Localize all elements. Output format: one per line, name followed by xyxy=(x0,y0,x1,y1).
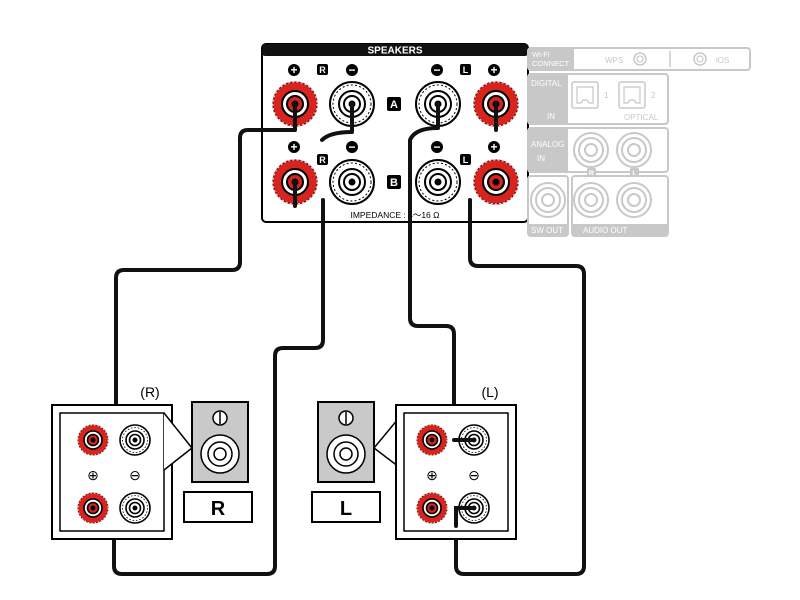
right-speaker-minus-upper xyxy=(119,424,151,456)
row-b-polarity-icons: + R − − L + xyxy=(288,140,500,165)
analog-in-r-jack xyxy=(573,132,609,168)
analog-in-l-jack xyxy=(616,132,652,168)
left-speaker-label: L xyxy=(340,498,352,520)
terminal-b-r-minus xyxy=(329,159,375,205)
left-speaker-terminal-box: (L) ⊕ ⊖ xyxy=(372,384,517,540)
wps-label: WPS xyxy=(605,56,623,65)
digital-in-line1: DIGITAL xyxy=(531,79,562,88)
impedance-label: IMPEDANCE : 4～16 Ω xyxy=(350,210,439,220)
right-speaker-icon xyxy=(191,401,249,483)
wifi-connect-line1: Wi-Fi xyxy=(532,50,550,59)
audio-out-r-jack xyxy=(573,182,609,218)
left-speaker-icon xyxy=(317,401,375,483)
rear-panel: Wi-Fi CONNECT WPS iOS DIGITAL IN 1 2 OPT… xyxy=(527,47,751,237)
minus-sign: − xyxy=(433,63,440,77)
analog-r-badge: R xyxy=(589,171,594,178)
minus-sign: − xyxy=(348,140,355,154)
audio-out-l-jack xyxy=(616,182,652,218)
optical-port-2-icon xyxy=(618,81,646,109)
left-plus-symbol: ⊕ xyxy=(426,467,438,483)
right-speaker-terminal-box: (R) ⊕ ⊖ xyxy=(51,384,194,540)
right-speaker-plus-lower xyxy=(77,492,109,524)
left-minus-symbol: ⊖ xyxy=(468,467,480,483)
audio-out-label: AUDIO OUT xyxy=(583,226,628,235)
ios-label: iOS xyxy=(716,56,729,65)
zone-b-badge: B xyxy=(390,177,398,189)
wifi-connect-line2: CONNECT xyxy=(532,59,570,68)
optical-label: OPTICAL xyxy=(624,113,659,122)
right-speaker-minus-lower xyxy=(119,492,151,524)
channel-r-badge: R xyxy=(319,65,326,75)
left-speaker-plus-lower xyxy=(416,492,448,524)
plus-sign: + xyxy=(490,140,497,154)
left-speaker-plus-upper xyxy=(416,424,448,456)
channel-r-badge: R xyxy=(319,155,326,165)
speaker-cables xyxy=(91,102,586,576)
analog-l-badge: L xyxy=(632,171,637,178)
right-speaker-caption: (R) xyxy=(140,384,159,400)
optical-port-1-icon xyxy=(571,81,599,109)
terminal-b-l-plus xyxy=(473,159,519,205)
speakers-panel: SPEAKERS + R − − L + A + R xyxy=(261,43,529,223)
right-minus-symbol: ⊖ xyxy=(129,467,141,483)
plus-sign: + xyxy=(290,63,297,77)
terminal-b-l-minus xyxy=(415,159,461,205)
left-speaker-label-box xyxy=(311,491,381,523)
speakers-title: SPEAKERS xyxy=(367,46,422,57)
left-box-cable-ends xyxy=(452,438,476,528)
optical-2-label: 2 xyxy=(651,91,656,100)
zone-a-badge: A xyxy=(390,99,398,111)
sw-out-jack xyxy=(530,182,566,218)
optical-1-label: 1 xyxy=(604,91,609,100)
right-speaker-label-box xyxy=(183,491,253,523)
row-a-polarity-icons: + R − − L + xyxy=(288,63,500,77)
right-speaker-plus-upper xyxy=(77,424,109,456)
digital-in-line2: IN xyxy=(547,112,555,121)
sw-out-label: SW OUT xyxy=(531,226,563,235)
channel-l-badge: L xyxy=(463,65,469,75)
plus-sign: + xyxy=(290,140,297,154)
right-speaker-label: R xyxy=(211,498,226,520)
plus-sign: + xyxy=(490,63,497,77)
minus-sign: − xyxy=(348,63,355,77)
analog-in-line2: IN xyxy=(537,154,545,163)
left-speaker-caption: (L) xyxy=(481,384,498,400)
minus-sign: − xyxy=(433,140,440,154)
analog-in-line1: ANALOG xyxy=(531,140,564,149)
channel-l-badge: L xyxy=(463,155,469,165)
right-plus-symbol: ⊕ xyxy=(87,467,99,483)
